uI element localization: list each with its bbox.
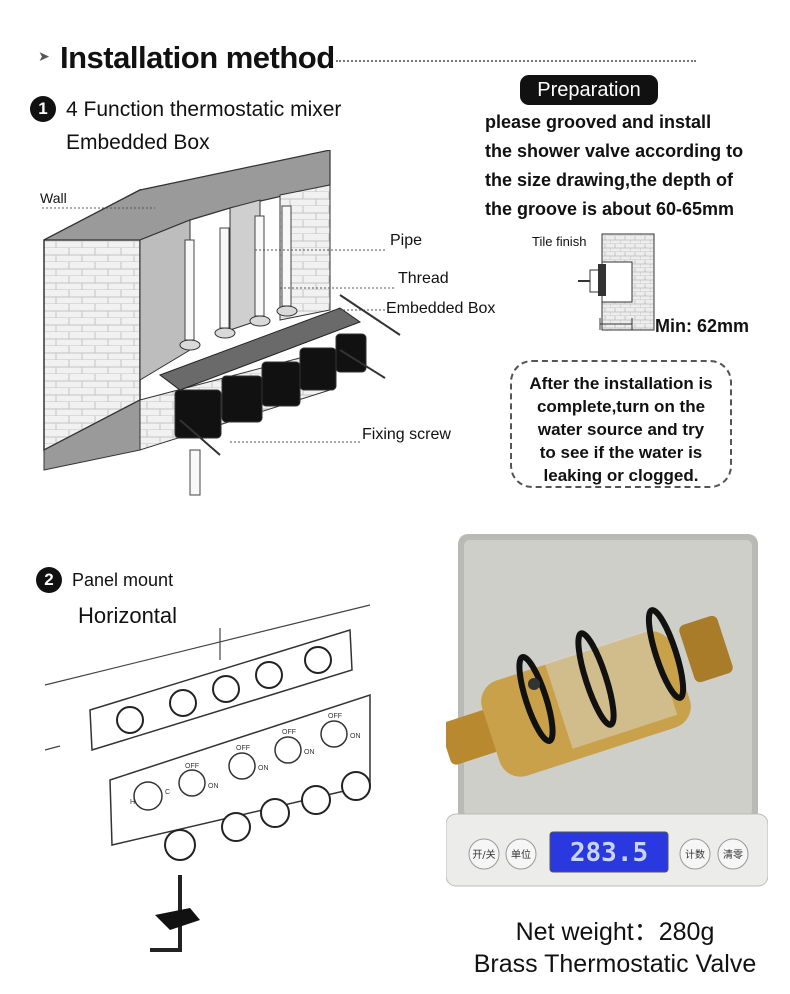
step-number-badge: 1 — [30, 96, 56, 122]
panel-cold-label: C — [165, 789, 170, 796]
preparation-line: the groove is about 60-65mm — [485, 199, 735, 219]
preparation-line: please grooved and install — [485, 112, 712, 132]
label-thread: Thread — [398, 270, 449, 287]
step2-subtitle: Horizontal — [78, 603, 178, 628]
page-title: Installation method — [60, 40, 335, 75]
groove-depth-diagram — [578, 233, 655, 331]
dotted-divider — [336, 60, 696, 62]
preparation-line: the shower valve according to — [485, 141, 744, 161]
step-number-badge: 2 — [36, 567, 62, 593]
product-name-caption: Brass Thermostatic Valve — [473, 950, 757, 978]
note-line: After the installation is — [529, 374, 713, 393]
panel-on-label: ON — [304, 749, 315, 756]
scale-button-tare: 清零 — [723, 848, 743, 861]
label-tile-finish: Tile finish — [532, 234, 587, 249]
scale-button-unit: 单位 — [511, 848, 531, 861]
section-header: ➤ Installation method — [38, 40, 738, 80]
preparation-line: the size drawing,the depth of — [485, 170, 734, 190]
preparation-text: please grooved and install the shower va… — [485, 108, 785, 224]
panel-on-label: ON — [258, 765, 269, 772]
min-depth-label: Min: 62mm — [655, 316, 750, 336]
installation-note: After the installation is complete,turn … — [510, 360, 732, 488]
panel-hot-label: H — [130, 799, 135, 806]
step1-title: 4 Function thermostatic mixer — [66, 98, 342, 121]
scale-button-count: 计数 — [685, 848, 705, 861]
note-line: leaking or clogged. — [543, 466, 699, 485]
step1-subtitle: Embedded Box — [66, 131, 210, 154]
step2-title: Panel mount — [72, 570, 174, 590]
label-pipe: Pipe — [390, 232, 423, 249]
scale-button-power: 开/关 — [472, 848, 495, 861]
note-line: to see if the water is — [539, 443, 703, 462]
panel-off-label: OFF — [328, 713, 342, 720]
scale-display: 283.5 — [570, 838, 648, 868]
panel-on-label: ON — [350, 733, 361, 740]
note-line: water source and try — [537, 420, 705, 439]
panel-on-label: ON — [208, 783, 219, 790]
panel-off-label: OFF — [185, 763, 199, 770]
note-line: complete,turn on the — [536, 397, 706, 416]
label-fixing-screw: Fixing screw — [362, 426, 451, 443]
panel-off-label: OFF — [236, 745, 250, 752]
panel-mount-illustration: OFF ON OFF ON OFF ON OFF ON H C — [44, 604, 371, 952]
net-weight-caption: Net weight：280g — [515, 918, 715, 946]
arrow-icon: ➤ — [38, 48, 50, 64]
label-wall: Wall — [40, 190, 67, 206]
label-embedded-box: Embedded Box — [386, 300, 496, 317]
preparation-badge: Preparation — [520, 75, 658, 105]
panel-off-label: OFF — [282, 729, 296, 736]
embedded-box-illustration — [42, 150, 401, 496]
product-photo-scale: 283.5 开/关 单位 计数 清零 — [446, 534, 768, 887]
